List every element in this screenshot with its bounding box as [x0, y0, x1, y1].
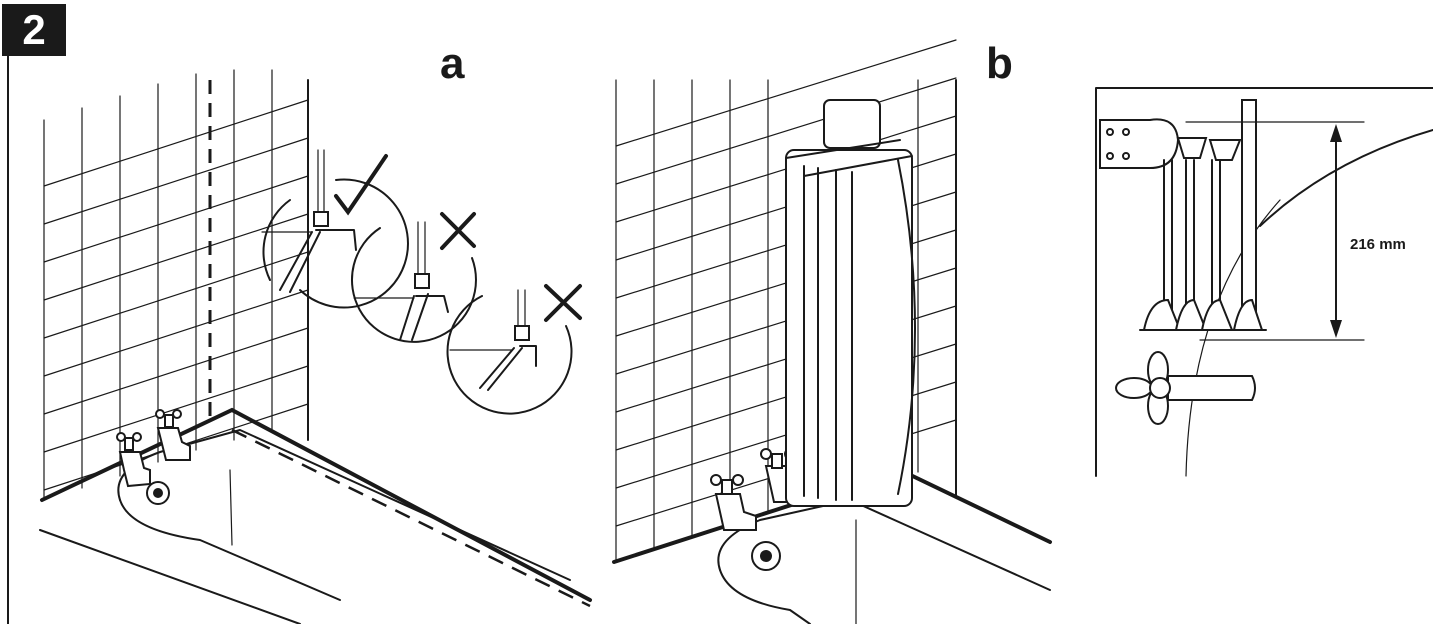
tap-icon [155, 409, 191, 461]
panel-a-illustration [39, 69, 592, 624]
tap-icon [116, 432, 151, 488]
bath-inner-edge [719, 569, 811, 624]
bath-rim [717, 499, 1051, 591]
cross-icon [440, 212, 476, 250]
detail-incorrect-1 [351, 221, 477, 343]
detail-incorrect-2 [446, 289, 573, 415]
panel-a-label: a [440, 39, 465, 88]
dimension-label: 216 mm [1350, 236, 1406, 253]
bath-inner-edge [119, 499, 341, 601]
cross-icon [544, 284, 582, 322]
panel-b-illustration [612, 39, 1052, 624]
bath-dashed-guide [231, 428, 591, 608]
wall-base-line [40, 407, 592, 602]
tap-icon [1115, 351, 1256, 425]
folded-bath-screen [785, 99, 916, 507]
detail-correct [261, 149, 409, 309]
detail-frame [1095, 87, 1433, 477]
checkmark-icon [334, 154, 388, 216]
dimension-detail [1095, 87, 1433, 477]
panel-b-label: b [986, 39, 1013, 88]
step-number-badge: 2 [2, 4, 66, 56]
tap-icon [710, 474, 757, 531]
bath-front-edge [39, 529, 301, 624]
